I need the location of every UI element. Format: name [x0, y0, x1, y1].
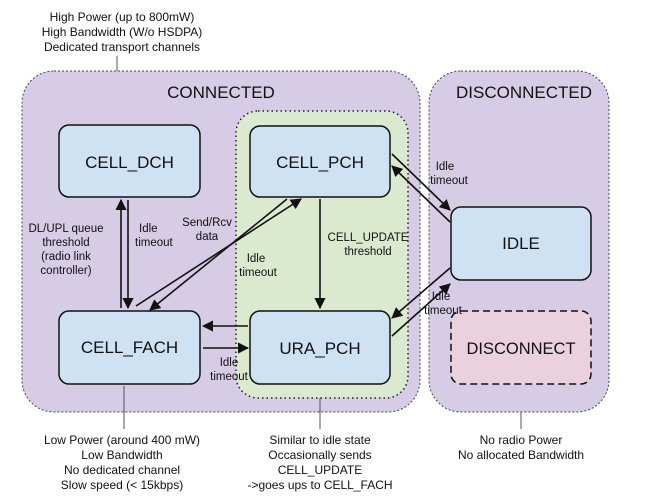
state-cell-dch-box[interactable] [59, 125, 200, 197]
note-disconnected-line-2: No allocated Bandwidth [458, 448, 584, 462]
state-idle-box[interactable] [451, 207, 591, 280]
edge-label-send-rcv-2: data [196, 231, 219, 243]
edge-label-dl-upl-4: controller) [40, 265, 91, 277]
edge-label-idle-timeout-idle-ura: Idle timeout [424, 291, 463, 317]
edge-label-idle-timeout-fach-ura-1: Idle [220, 357, 239, 369]
edge-label-idle-timeout-fach-ura: Idle timeout [210, 357, 249, 383]
note-fach-line-2: Low Bandwidth [81, 448, 162, 462]
region-connected-title: CONNECTED [167, 83, 275, 102]
region-disconnected-border [428, 70, 610, 413]
region-disconnected-title: DISCONNECTED [456, 83, 592, 102]
state-disconnect-border [450, 310, 592, 385]
note-ura-line-1: Similar to idle state [269, 433, 371, 447]
arrow-idle-to-ura-pch [391, 267, 451, 319]
state-cell-fach-label: CELL_FACH [81, 338, 178, 357]
arrow-ura-pch-to-idle [391, 283, 451, 337]
edge-label-cell-update-1: CELL_UPDATE [328, 232, 409, 244]
note-top-line-2: High Bandwidth (W/o HSDPA) [42, 25, 203, 39]
edge-label-idle-timeout-dch: Idle timeout [135, 223, 174, 249]
state-disconnect-box[interactable] [451, 311, 591, 384]
state-cell-dch[interactable]: CELL_DCH [58, 124, 201, 198]
edge-label-send-rcv: Send/Rcv data [182, 217, 232, 243]
edge-label-idle-timeout-dch-2: timeout [135, 237, 174, 249]
note-top-line-3: Dedicated transport channels [44, 40, 200, 54]
edge-label-idle-timeout-idle-ura-1: Idle [432, 291, 451, 303]
state-cell-pch-label: CELL_PCH [276, 153, 364, 172]
state-cell-fach-border [58, 310, 201, 385]
note-top: High Power (up to 800mW) High Bandwidth … [42, 10, 203, 54]
state-disconnect[interactable]: DISCONNECT [450, 310, 592, 385]
note-fach-line-1: Low Power (around 400 mW) [44, 433, 200, 447]
note-fach: Low Power (around 400 mW) Low Bandwidth … [44, 433, 200, 492]
edge-label-idle-timeout-pch-idle: Idle timeout [430, 161, 469, 187]
state-ura-pch-border [249, 310, 391, 385]
arrow-fach-to-cell-pch [135, 198, 302, 307]
edge-label-idle-timeout-pch-idle-1: Idle [436, 161, 455, 173]
edge-label-cell-update: CELL_UPDATE threshold [328, 232, 409, 258]
note-ura: Similar to idle state Occasionally sends… [247, 433, 392, 492]
arrow-cell-pch-to-idle [391, 153, 451, 211]
state-idle[interactable]: IDLE [450, 206, 592, 281]
edge-label-cell-update-2: threshold [344, 246, 391, 258]
state-ura-pch-label: URA_PCH [279, 339, 360, 358]
note-ura-line-4: ->goes ups to CELL_FACH [247, 478, 392, 492]
edge-label-dl-upl-1: DL/UPL queue [28, 223, 103, 235]
state-cell-dch-border [58, 124, 201, 198]
edge-label-idle-timeout-pch-idle-2: timeout [430, 175, 469, 187]
state-cell-fach[interactable]: CELL_FACH [58, 310, 201, 385]
note-fach-line-3: No dedicated channel [64, 463, 180, 477]
region-pch-group-border [235, 110, 409, 399]
state-ura-pch-box[interactable] [250, 311, 390, 384]
edge-label-dl-upl-3: (radio link [41, 251, 91, 263]
arrow-cell-pch-to-fach [149, 198, 288, 311]
edge-label-idle-timeout-diag-2: timeout [239, 267, 278, 279]
note-fach-line-4: Slow speed (< 15kbps) [61, 478, 183, 492]
note-ura-line-2: Occasionally sends [268, 448, 371, 462]
state-ura-pch[interactable]: URA_PCH [249, 310, 391, 385]
edge-label-idle-timeout-dch-1: Idle [139, 223, 158, 235]
state-disconnect-label: DISCONNECT [466, 340, 575, 358]
state-cell-dch-label: CELL_DCH [85, 153, 174, 172]
edge-label-idle-timeout-diag: Idle timeout [239, 253, 278, 279]
edge-label-send-rcv-1: Send/Rcv [182, 217, 232, 229]
state-cell-pch-box[interactable] [250, 126, 390, 197]
state-idle-border [450, 206, 592, 281]
edge-label-dl-upl: DL/UPL queue threshold (radio link contr… [28, 223, 103, 277]
state-idle-label: IDLE [502, 234, 540, 253]
edge-label-idle-timeout-diag-1: Idle [247, 253, 266, 265]
edge-label-idle-timeout-idle-ura-2: timeout [424, 305, 463, 317]
edge-label-dl-upl-2: threshold [42, 237, 89, 249]
note-top-line-1: High Power (up to 800mW) [50, 10, 195, 24]
edge-label-idle-timeout-fach-ura-2: timeout [210, 371, 249, 383]
state-cell-fach-box[interactable] [59, 311, 200, 384]
note-disconnected: No radio Power No allocated Bandwidth [458, 433, 584, 462]
note-ura-line-3: CELL_UPDATE [278, 463, 362, 477]
state-cell-pch-border [249, 125, 391, 198]
state-cell-pch[interactable]: CELL_PCH [249, 125, 391, 198]
arrow-idle-to-cell-pch [391, 165, 451, 223]
note-disconnected-line-1: No radio Power [480, 433, 563, 447]
